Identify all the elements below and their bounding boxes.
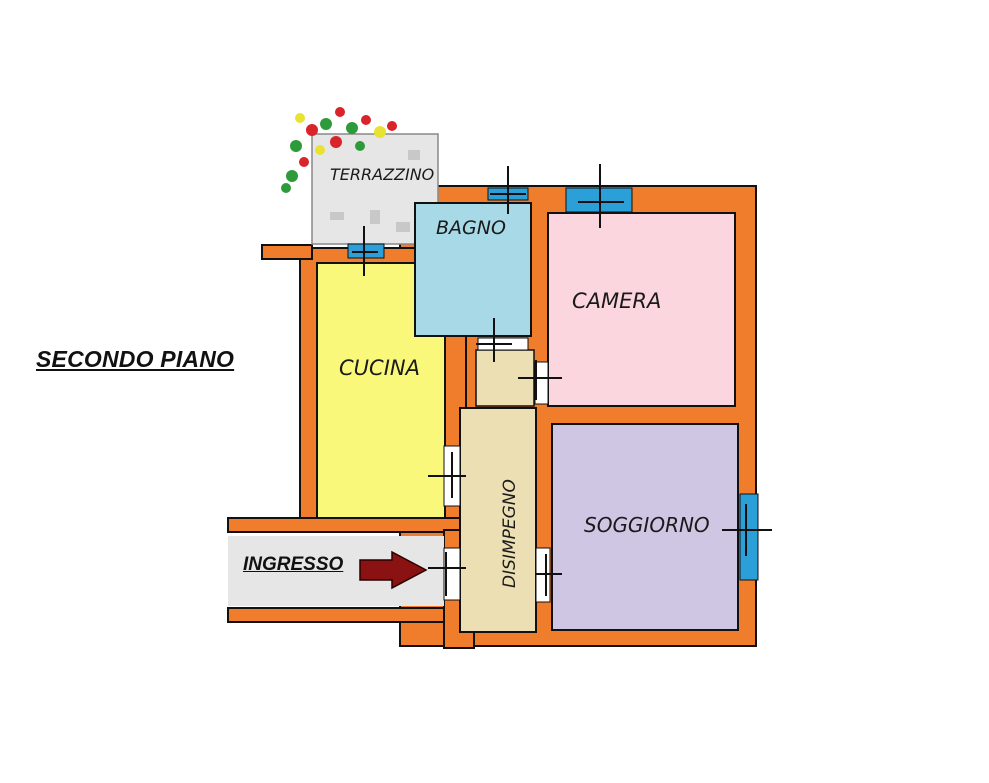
- label-ingresso: INGRESSO: [243, 554, 344, 575]
- door-ingresso: [443, 547, 461, 601]
- label-cucina: CUCINA: [339, 356, 420, 380]
- crosshair-markers: [352, 164, 772, 596]
- label-camera: CAMERA: [572, 289, 661, 313]
- entrance-arrow-icon: [359, 550, 428, 590]
- camera-room: [547, 212, 736, 407]
- flowers-decoration: [281, 107, 397, 193]
- label-terrazzino: TERRAZZINO: [330, 165, 434, 184]
- disimpegno-room: [459, 407, 537, 633]
- label-bagno: BAGNO: [436, 217, 506, 239]
- bagno-room: [414, 202, 532, 337]
- terrazzino-tiles: [330, 150, 420, 232]
- soggiorno-room: [551, 423, 739, 631]
- wall-ingresso-bottom: [227, 607, 469, 623]
- wall-left-stub: [261, 244, 313, 260]
- window-soggiorno: [739, 493, 759, 581]
- floor-title: SECONDO PIANO: [36, 346, 235, 372]
- label-disimpegno: DISIMPEGNO: [500, 479, 520, 588]
- wall-ingresso-top: [227, 517, 469, 533]
- label-soggiorno: SOGGIORNO: [584, 513, 710, 537]
